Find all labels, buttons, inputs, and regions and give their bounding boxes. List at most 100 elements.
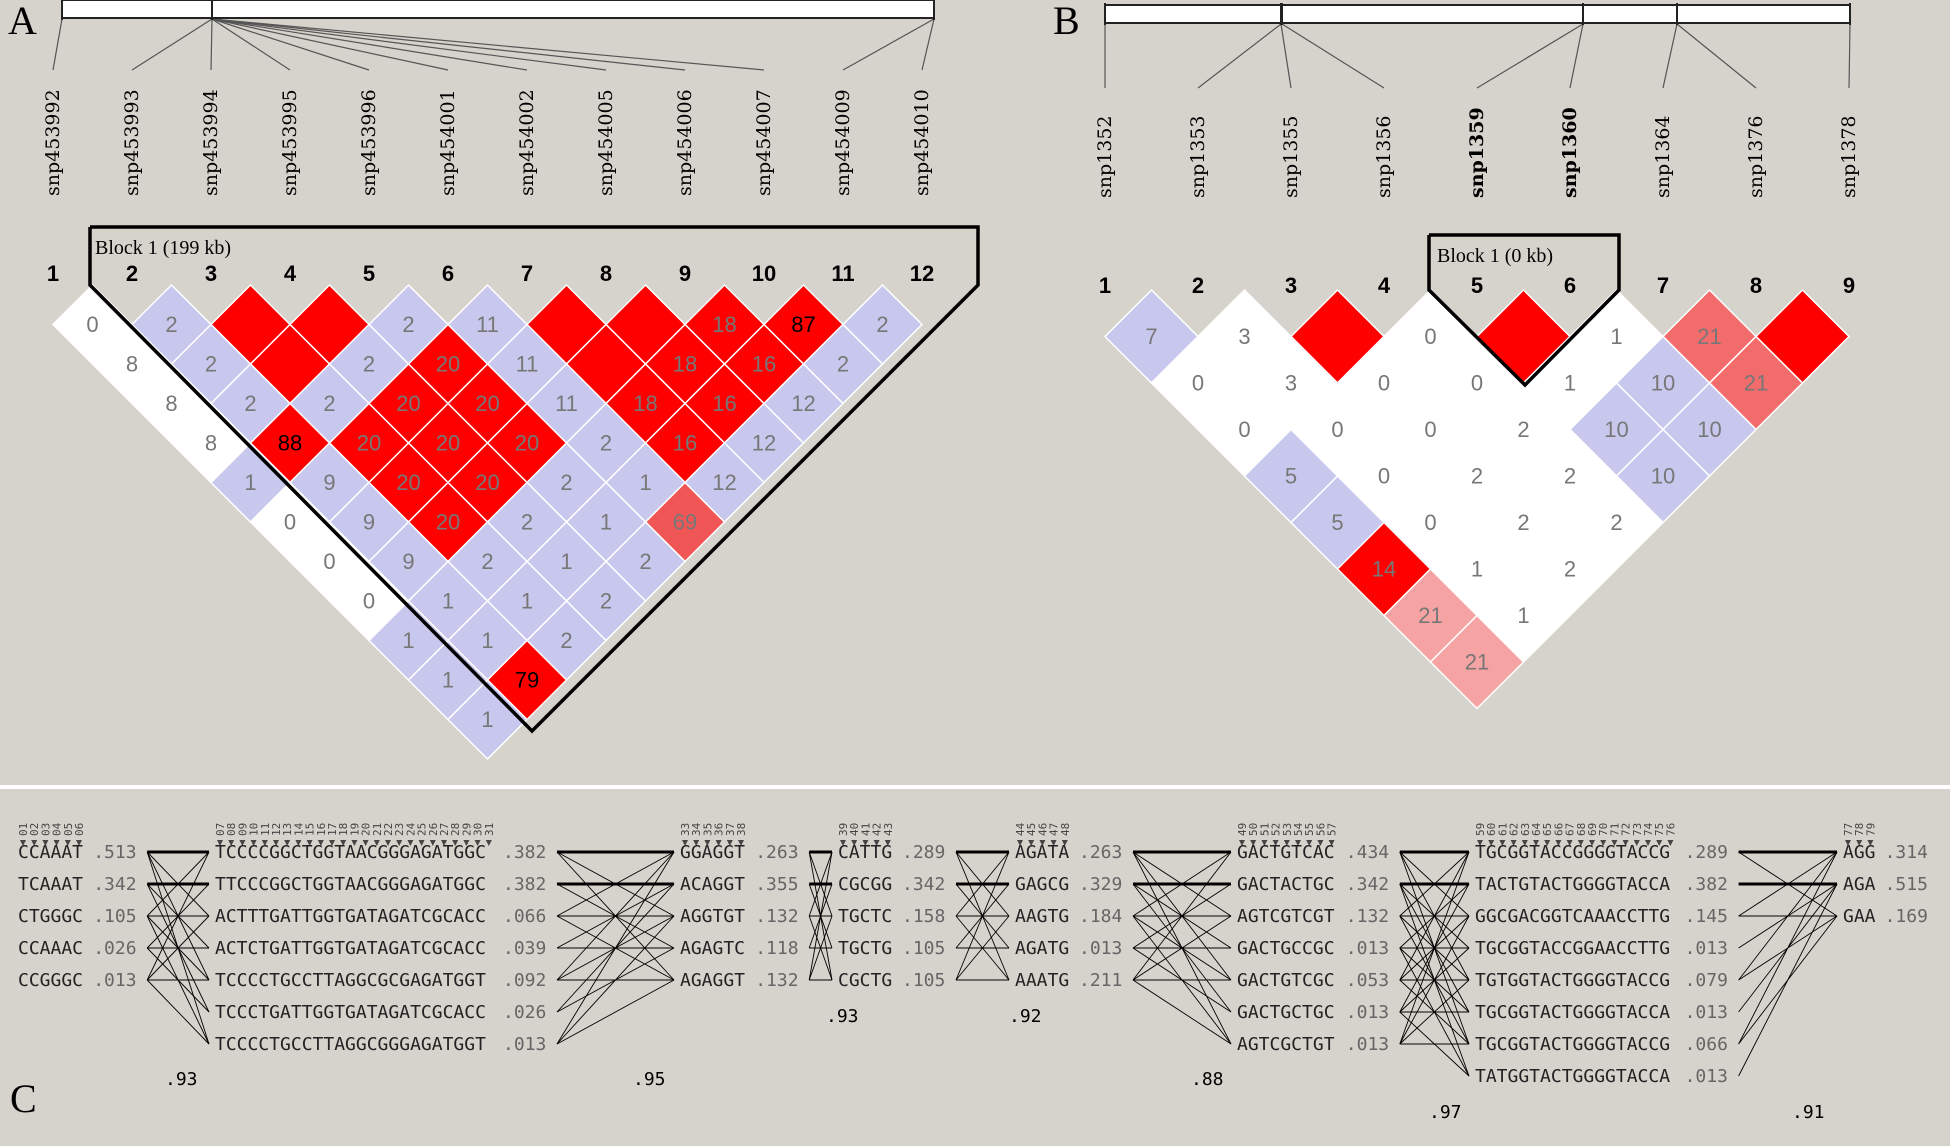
- panel-a-block-label: Block 1 (199 kb): [95, 237, 231, 259]
- haplotype-sequence: CCGGGC: [18, 970, 83, 991]
- marker-index: 22: [382, 823, 395, 836]
- ld-value: 0: [1424, 417, 1436, 442]
- snp-label: snp454005: [595, 89, 617, 196]
- marker-arrow: [1510, 840, 1517, 846]
- ld-value: 12: [712, 470, 736, 495]
- haplotype-frequency: .342: [93, 874, 136, 895]
- ld-value: 16: [752, 352, 776, 377]
- marker-arrow: [1328, 840, 1335, 846]
- marker-arrow: [1028, 840, 1035, 846]
- haplotype-sequence: TATGGTACTGGGGTACCA: [1475, 1066, 1670, 1087]
- haplotype-sequence: GACTGTCGC: [1237, 970, 1335, 991]
- marker-arrow: [396, 840, 403, 846]
- snp-connector: [921, 18, 935, 71]
- marker-index: 67: [1564, 823, 1577, 836]
- haplotype-frequency: .066: [503, 906, 546, 927]
- ld-value: 0: [284, 510, 296, 535]
- haplotype-connector: [1399, 979, 1470, 1045]
- marker-index: 18: [337, 823, 350, 836]
- panel-a-letter: A: [8, 0, 37, 43]
- marker-arrow: [1306, 840, 1313, 846]
- haplotype-frequency: .382: [1685, 874, 1728, 895]
- haplotype-frequency: .013: [1346, 938, 1389, 959]
- ld-value: 1: [402, 628, 414, 653]
- snp-label: snp1355: [1280, 115, 1302, 198]
- haplotype-block: 4445464748AGATA.263GAGCG.329AAGTG.184AGA…: [1014, 822, 1122, 991]
- marker-index: 52: [1270, 823, 1283, 836]
- haplotype-connector: [556, 979, 675, 1045]
- panel-b-letter: B: [1053, 0, 1080, 43]
- haplotype-block: 495051525354555657GACTGTCAC.434GACTACTGC…: [1191, 822, 1389, 1090]
- marker-index: 20: [360, 823, 373, 836]
- snp-connector: [1569, 23, 1584, 89]
- marker-arrow: [1317, 840, 1324, 846]
- marker-index: 13: [281, 823, 294, 836]
- marker-index: 15: [304, 823, 317, 836]
- ld-value: 1: [442, 668, 454, 693]
- marker-arrow: [1577, 840, 1584, 846]
- marker-index: 64: [1530, 822, 1543, 836]
- haplotype-block: 3940414243CATTG.289CGCGG.342TGCTC.158TGC…: [837, 823, 1042, 1027]
- snp-label: snp454002: [516, 89, 538, 196]
- ld-value: 2: [1471, 464, 1483, 489]
- haplotype-connector: [1738, 851, 1838, 917]
- ld-value: 1: [481, 707, 493, 732]
- haplotype-sequence: GAA: [1843, 906, 1876, 927]
- marker-index: 40: [848, 823, 861, 836]
- ld-value: 1: [521, 589, 533, 614]
- ld-value: 2: [1517, 417, 1529, 442]
- marker-arrow: [715, 840, 722, 846]
- ld-value: 2: [600, 589, 612, 614]
- snp-connector: [1280, 23, 1292, 89]
- snp-index: 3: [1285, 273, 1297, 298]
- haplotype-frequency: .263: [755, 842, 798, 863]
- haplotype-connector: [1738, 851, 1838, 1045]
- marker-index: 63: [1519, 823, 1532, 836]
- haplotype-sequence: GACTGCTGC: [1237, 1002, 1335, 1023]
- marker-index: 53: [1281, 823, 1294, 836]
- ld-cell: [446, 678, 529, 761]
- marker-index: 27: [438, 823, 451, 836]
- ld-value: 0: [323, 549, 335, 574]
- haplotype-connector: [146, 915, 210, 981]
- marker-arrow: [340, 840, 347, 846]
- haplotype-connector: [1132, 979, 1232, 1045]
- ld-value: 2: [1517, 510, 1529, 535]
- marker-index: 14: [292, 822, 305, 836]
- haplotype-frequency: .289: [902, 842, 945, 863]
- marker-arrow: [429, 840, 436, 846]
- snp-index: 3: [205, 261, 217, 286]
- haplotype-connector: [1399, 851, 1470, 981]
- snp-connector: [211, 18, 291, 71]
- marker-arrow: [53, 840, 60, 846]
- ld-value: 20: [475, 470, 499, 495]
- haplotype-sequence: TGCGGTACTGGGGTACCG: [1475, 1034, 1670, 1055]
- haplotype-frequency: .026: [93, 938, 136, 959]
- snp-connector: [1676, 23, 1757, 89]
- marker-arrow: [463, 840, 470, 846]
- haplotype-frequency: .066: [1685, 1034, 1728, 1055]
- ld-value: 2: [323, 391, 335, 416]
- ld-value: 1: [639, 470, 651, 495]
- ld-value: 1: [600, 510, 612, 535]
- marker-index: 66: [1552, 823, 1565, 836]
- marker-index: 16: [315, 823, 328, 836]
- ld-value: 20: [475, 391, 499, 416]
- marker-arrow: [351, 840, 358, 846]
- haplotype-sequence: CCAAAC: [18, 938, 83, 959]
- marker-index: 68: [1575, 823, 1588, 836]
- marker-arrow: [20, 840, 26, 846]
- haplotype-sequence: GAGCG: [1015, 874, 1069, 895]
- haplotype-frequency: .013: [1346, 1034, 1389, 1055]
- haplotype-frequency: .342: [1346, 874, 1389, 895]
- marker-arrow: [840, 840, 846, 846]
- marker-arrow: [452, 840, 459, 846]
- marker-index: 08: [225, 823, 238, 836]
- marker-index: 78: [1853, 823, 1866, 836]
- ld-value: 20: [436, 431, 460, 456]
- haplotype-connector: [146, 851, 210, 917]
- snp-index: 12: [910, 261, 934, 286]
- marker-arrow: [42, 840, 49, 846]
- haplotype-sequence: ACAGGT: [680, 874, 745, 895]
